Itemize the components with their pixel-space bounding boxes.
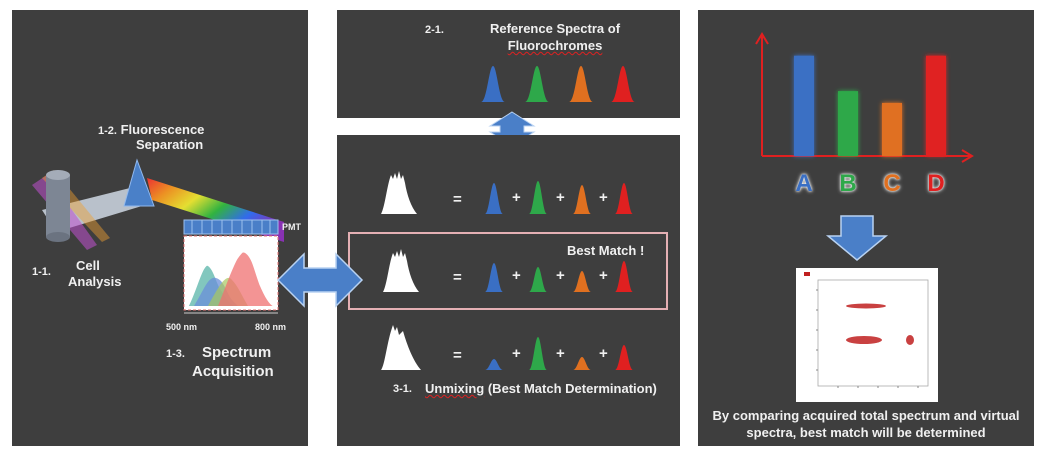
step-1-1-title-line2: Analysis [68, 274, 122, 289]
step-1-3-title-line2: Acquisition [192, 363, 274, 380]
step-2-1-number: 2-1. [425, 24, 444, 36]
axis-min-label: 500 nm [166, 322, 198, 332]
down-arrow-icon [825, 215, 889, 261]
step-1-2-title: Fluorescence [120, 122, 205, 137]
step-3-1-title-rest: (Best Match Determination) [484, 381, 657, 396]
plus-sign: + [512, 267, 521, 284]
best-match-label: Best Match ! [567, 243, 645, 258]
plus-sign: + [599, 345, 608, 362]
caption-line1: By comparing acquired total spectrum and… [712, 408, 1020, 423]
bar-chart-and-scatter [755, 32, 974, 402]
bar-label-d: D [927, 170, 945, 197]
cell-analysis-panel: 1-2. Fluorescence Separation PMT Cell 1-… [12, 10, 308, 446]
plus-sign: + [599, 189, 608, 206]
step-3-1-title: Unmixing (Best Match Determination) [425, 381, 657, 396]
bar-d [926, 55, 946, 157]
caption-line2: spectra, best match will be determined [746, 425, 986, 440]
plus-sign: + [556, 267, 565, 284]
total-spectrum [381, 171, 417, 214]
step-1-3-title: Spectrum [202, 344, 272, 361]
red-peak [611, 66, 635, 102]
bar-label-c: C [883, 170, 901, 197]
step-2-1-title: Reference Spectra of [489, 21, 621, 36]
reference-spectra-panel: 2-1. Reference Spectra of Fluorochromes [337, 10, 680, 118]
step-2-1-title-line2: Fluorochromes [507, 38, 603, 53]
plus-sign: + [512, 345, 521, 362]
step-3-1-title-word: Unmixing [425, 381, 485, 396]
step-1-2-title-line2: Separation [136, 137, 204, 152]
plus-sign: + [599, 267, 608, 284]
plus-sign: + [556, 345, 565, 362]
optics-illustration [32, 158, 284, 314]
green-peak [525, 66, 549, 102]
prism [123, 158, 155, 207]
step-1-1-number: 1-1. [32, 266, 51, 278]
equals-sign: = [453, 347, 462, 364]
axis-max-label: 800 nm [255, 322, 287, 332]
plus-sign: + [512, 189, 521, 206]
unmixing-equations [348, 171, 668, 370]
orange-peak [569, 66, 593, 102]
step-1-1-title: Cell [76, 258, 100, 273]
scatter-population [906, 335, 914, 345]
unmixing-panel: = + + + Best Match ! = + + + = + + + 3-1… [337, 135, 680, 446]
reference-spectra-peaks [481, 66, 635, 102]
bar-label-b: B [839, 170, 857, 197]
bar-b [838, 91, 858, 156]
blue-peak [481, 66, 505, 102]
bar-a [794, 55, 814, 157]
pmt-detector [183, 219, 279, 235]
step-1-3-number: 1-3. [166, 348, 185, 360]
pmt-label: PMT [282, 222, 301, 232]
left-right-arrow-icon [276, 252, 364, 308]
plus-sign: + [556, 189, 565, 206]
equals-sign: = [453, 191, 462, 208]
bar-label-a: A [795, 170, 813, 197]
step-1-2-number: 1-2. [98, 125, 117, 137]
flow-cell [46, 175, 70, 237]
scatter-population [846, 336, 882, 344]
scatter-population [846, 303, 886, 309]
step-3-1-number: 3-1. [393, 383, 412, 395]
bar-c [882, 102, 902, 156]
equals-sign: = [453, 269, 462, 286]
scatter-plot [796, 268, 938, 402]
